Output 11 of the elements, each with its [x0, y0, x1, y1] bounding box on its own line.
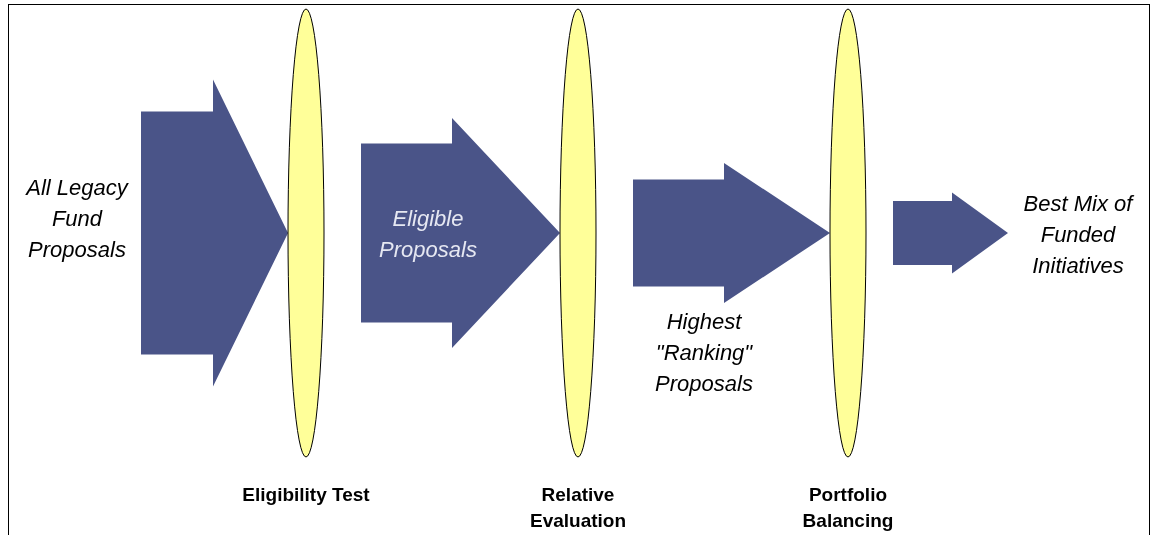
edge-label: Eligible Proposals: [378, 205, 478, 264]
stage-title: Portfolio Balancing: [801, 483, 895, 533]
block-arrow: [141, 79, 288, 387]
block-arrow: [893, 192, 1008, 274]
block-arrow: [633, 163, 830, 303]
edge-label: Highest "Ranking" Proposals: [654, 308, 754, 398]
stage-title: Relative Evaluation: [528, 483, 628, 533]
block-arrow: [361, 118, 560, 348]
stage-title: Eligibility Test: [242, 483, 370, 507]
flow-text: Best Mix of Funded Initiatives: [1022, 190, 1135, 280]
flow-text: All Legacy Fund Proposals: [24, 174, 130, 264]
